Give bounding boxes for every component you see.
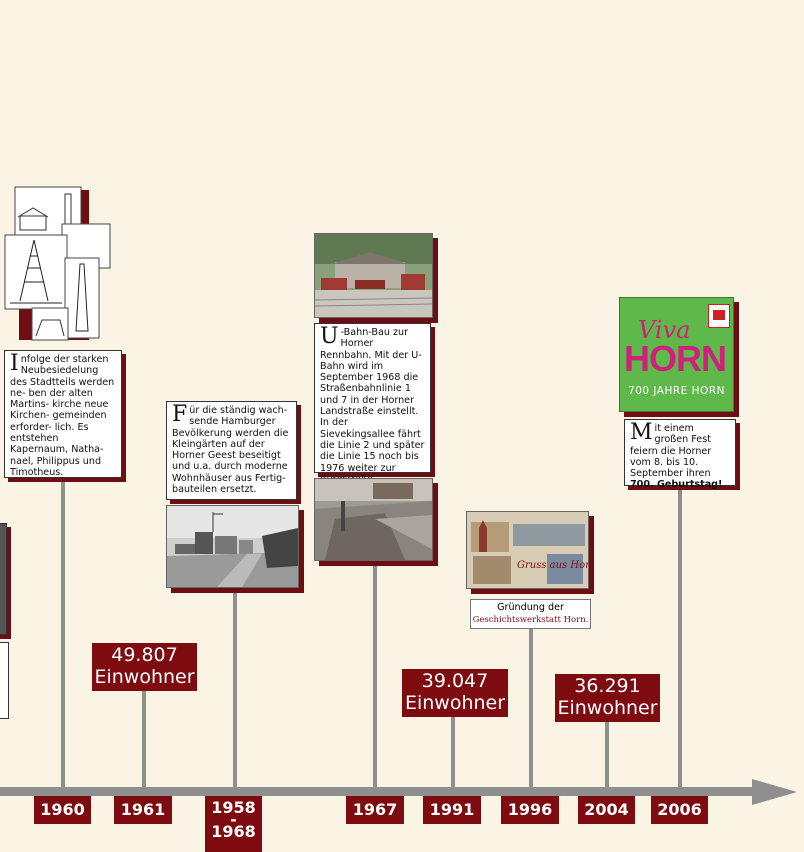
ubahn-text-dropcap: U <box>320 324 339 349</box>
connector-1991 <box>451 717 455 788</box>
year-1961: 1961 <box>114 796 172 824</box>
year-1996: 1996 <box>501 796 559 824</box>
connector-1967 <box>373 562 377 788</box>
population-box-1961: 49.807 Einwohner <box>92 643 197 691</box>
church-text-dropcap: I <box>10 351 19 376</box>
tram-depot-photo <box>314 233 433 318</box>
population-number: 39.047 <box>421 670 489 692</box>
population-box-1991: 39.047 Einwohner <box>402 669 508 717</box>
viva-horn-crest-icon <box>708 304 730 328</box>
connector-1961 <box>142 690 146 788</box>
church-text: nfolge der starken Neubesiedelung des St… <box>10 354 115 478</box>
year-1991: 1991 <box>423 796 481 824</box>
gruendung-label: Gründung der Geschichtswerkstatt Horn. <box>470 599 591 629</box>
gruendung-line2: Geschichtswerkstatt Horn. <box>472 615 589 625</box>
year-1960: 1960 <box>34 796 91 824</box>
gruendung-line1: Gründung der <box>497 602 564 613</box>
connector-1960 <box>61 478 65 788</box>
year-start: 1958 <box>211 798 256 817</box>
connector-1996 <box>529 628 533 788</box>
connector-2004 <box>605 720 609 788</box>
historic-postcard-image: Gruss aus Horn <box>466 511 589 589</box>
year-2006: 2006 <box>651 796 708 824</box>
geest-text: ür die ständig wach- sende Hamburger Bev… <box>172 405 289 496</box>
year-1967: 1967 <box>346 796 404 824</box>
horn-wordmark: HORN <box>624 338 727 379</box>
population-label: Einwohner <box>557 697 658 719</box>
timeline-axis <box>0 787 760 796</box>
viva-script: Viva <box>638 316 691 344</box>
viva-subtitle: 700 JAHRE HORN <box>628 385 725 397</box>
population-number: 36.291 <box>574 675 641 697</box>
geest-text-dropcap: F <box>172 402 188 427</box>
ubahn-text-box: U-Bahn-Bau zur Horner Rennbahn. Mit der … <box>314 323 431 485</box>
connector-2006 <box>678 487 682 788</box>
population-label: Einwohner <box>404 692 506 714</box>
population-number: 49.807 <box>111 644 178 666</box>
year-2004: 2004 <box>578 796 635 824</box>
festival-text-bold: 700. Geburtstag! <box>630 479 723 491</box>
population-box-2004: 36.291 Einwohner <box>555 674 660 722</box>
ubahn-construction-photo <box>314 478 433 561</box>
viva-horn-logo: Viva HORN 700 JAHRE HORN <box>619 297 734 412</box>
year-1958-1968: 1958 - 1968 <box>205 796 262 852</box>
housing-construction-photo <box>166 505 299 588</box>
year-dash: - <box>230 810 237 829</box>
partial-textbox-left <box>0 642 9 719</box>
partial-photo-left <box>0 523 7 635</box>
population-label: Einwohner <box>94 666 195 688</box>
postcard-greeting: Gruss aus Horn <box>517 560 589 571</box>
timeline-arrowhead <box>752 779 797 805</box>
year-end: 1968 <box>211 822 256 841</box>
festival-text-dropcap: M <box>630 420 653 445</box>
church-sketches-image <box>4 186 111 341</box>
ubahn-text: -Bahn-Bau zur Horner Rennbahn. Mit der U… <box>320 327 425 485</box>
connector-1958 <box>233 588 237 788</box>
festival-text: it einem großen Fest feiern die Horner v… <box>630 423 712 480</box>
